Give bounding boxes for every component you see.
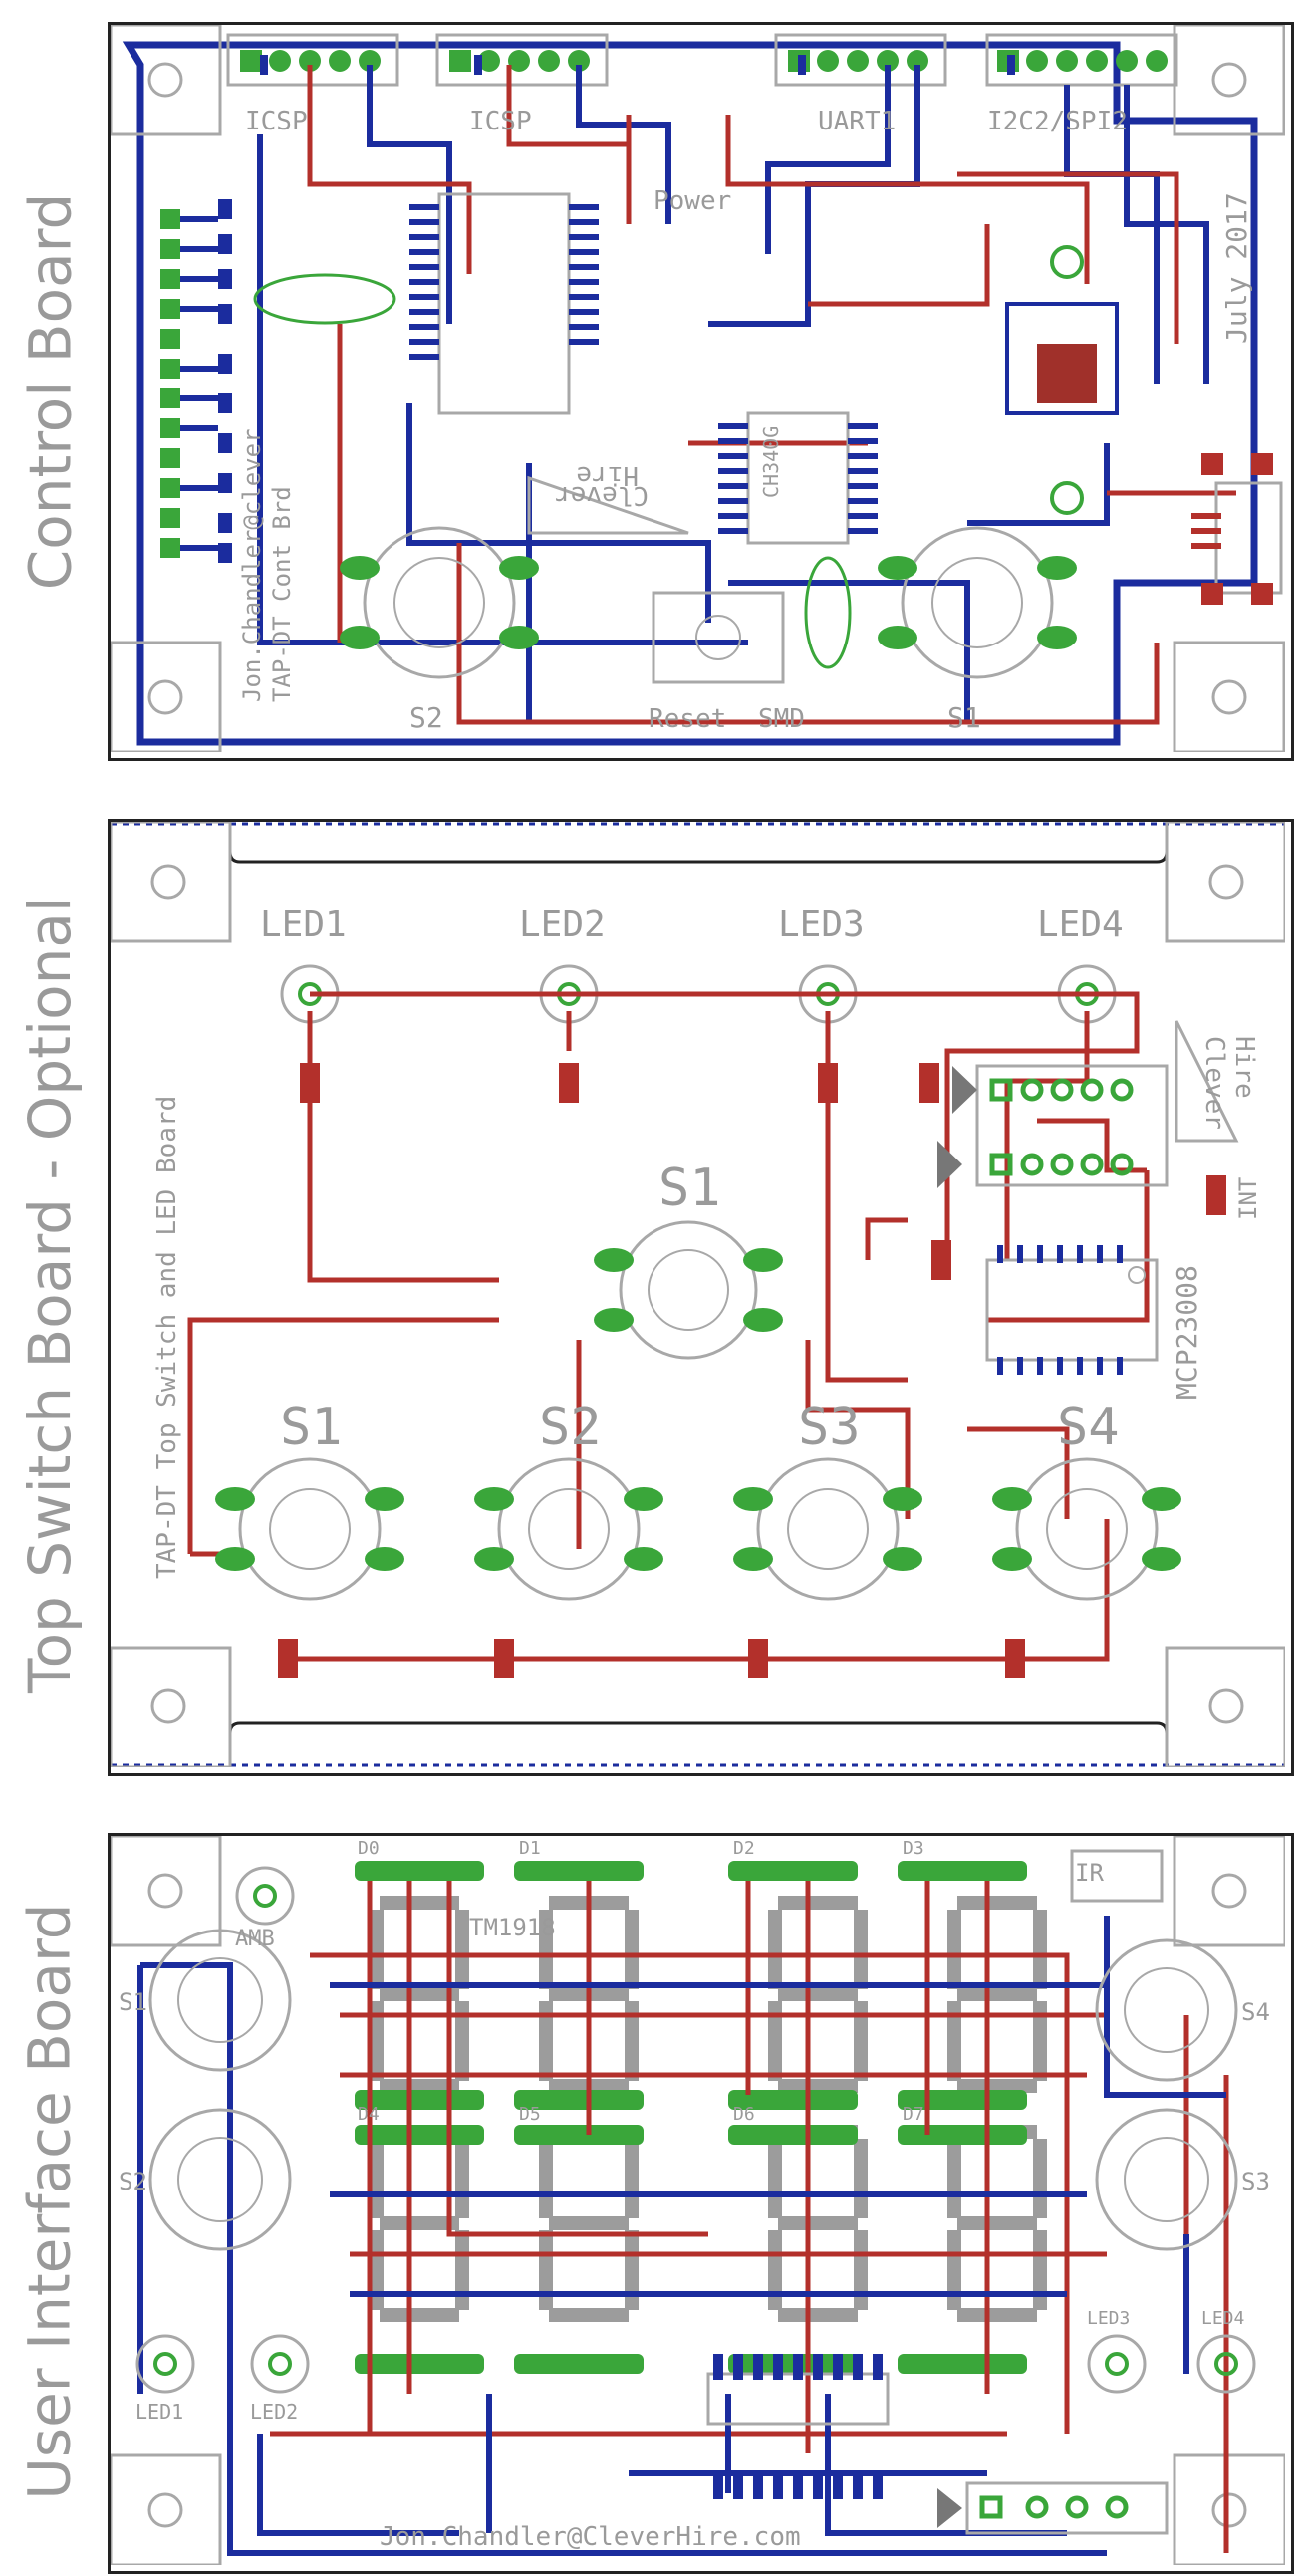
ui-board-layout: D0 D1 D2 D3 D4 D5 D6 D7 AMB IR S1 S2 S3 … bbox=[109, 1834, 1287, 2567]
label-date: July 2017 bbox=[1220, 192, 1253, 344]
svg-text:Hire: Hire bbox=[576, 460, 639, 490]
label-led3: LED3 bbox=[1087, 2308, 1130, 2329]
label-led1: LED1 bbox=[135, 2400, 183, 2424]
label-d4: D4 bbox=[358, 2104, 380, 2125]
switch-center bbox=[594, 1220, 783, 1360]
ui-board-title: User Interface Board bbox=[16, 1903, 85, 2500]
label-i2c: I2C2/SPI2 bbox=[987, 107, 1128, 136]
pin-headers bbox=[226, 33, 1178, 87]
label-s2: S2 bbox=[119, 2168, 147, 2195]
switch-s1 bbox=[878, 526, 1077, 679]
usb-serial-chip bbox=[718, 411, 878, 545]
sensor-chip bbox=[1005, 302, 1119, 415]
label-s4: S4 bbox=[1241, 1998, 1270, 2026]
label-chip: CH340G bbox=[759, 426, 783, 498]
label-s4: S4 bbox=[1057, 1398, 1120, 1457]
label-uart: UART1 bbox=[818, 107, 896, 136]
label-s3: S3 bbox=[1241, 2168, 1270, 2195]
crystal bbox=[253, 273, 396, 325]
bottom-connector bbox=[937, 2481, 1169, 2535]
label-led1: LED1 bbox=[260, 904, 347, 945]
label-d3: D3 bbox=[903, 1838, 924, 1859]
label-s1: S1 bbox=[947, 701, 981, 734]
top-copper-traces bbox=[307, 65, 1236, 725]
crystal-2 bbox=[804, 556, 852, 669]
label-email: Jon.Chandler@CleverHire.com bbox=[380, 2522, 801, 2552]
display-driver-chip bbox=[706, 2354, 890, 2499]
label-author: Jon.Chandler@clever bbox=[238, 428, 266, 702]
label-header-2: ICSP bbox=[469, 107, 532, 136]
top-switch-board: LED1 LED2 LED3 LED4 bbox=[108, 819, 1294, 1776]
top-board-layout: LED1 LED2 LED3 LED4 bbox=[109, 820, 1287, 1769]
label-d1: D1 bbox=[519, 1838, 541, 1859]
label-center-mark: TM1918 bbox=[469, 1914, 556, 1941]
microcontroller-chip bbox=[409, 192, 599, 415]
label-d5: D5 bbox=[519, 2104, 541, 2125]
label-int: INT bbox=[1234, 1177, 1262, 1220]
svg-text:Clever: Clever bbox=[555, 480, 649, 510]
control-board-title: Control Board bbox=[16, 192, 84, 591]
ui-leds bbox=[135, 1866, 1256, 2394]
label-s1: S1 bbox=[280, 1398, 343, 1457]
label-d7: D7 bbox=[903, 2104, 924, 2125]
svg-text:Hire: Hire bbox=[1229, 1036, 1259, 1099]
top-board-title: Top Switch Board - Optional bbox=[16, 897, 84, 1693]
label-header-1: ICSP bbox=[245, 107, 308, 136]
label-d0: D0 bbox=[358, 1838, 380, 1859]
label-power: Power bbox=[653, 186, 731, 216]
label-d2: D2 bbox=[733, 1838, 755, 1859]
label-s3: S3 bbox=[798, 1398, 861, 1457]
label-led4: LED4 bbox=[1201, 2308, 1244, 2329]
label-chip: MCP23008 bbox=[1171, 1265, 1203, 1400]
svg-text:Clever: Clever bbox=[1199, 1036, 1229, 1130]
ui-switches bbox=[148, 1929, 1238, 2251]
label-s1: S1 bbox=[119, 1988, 147, 2016]
mounting-holes bbox=[109, 23, 1286, 754]
top-copper-traces bbox=[187, 991, 1150, 1662]
expander-header bbox=[937, 1064, 1169, 1188]
mcp23008-chip bbox=[985, 1245, 1159, 1375]
label-led2: LED2 bbox=[250, 2400, 298, 2424]
usb-connector bbox=[1191, 453, 1283, 605]
label-amb: AMB bbox=[235, 1927, 275, 1951]
label-smd: SMD bbox=[758, 704, 805, 734]
ir-receiver bbox=[1070, 1849, 1164, 1903]
label-board-name: TAP-DT Cont Brd bbox=[268, 486, 296, 702]
label-led3: LED3 bbox=[778, 904, 865, 945]
label-ir: IR bbox=[1075, 1859, 1104, 1887]
label-vertical-title: TAP-DT Top Switch and LED Board bbox=[152, 1096, 182, 1579]
label-s2: S2 bbox=[539, 1398, 602, 1457]
clever-hire-logo: Clever Hire bbox=[527, 460, 689, 535]
left-pad-column bbox=[160, 199, 232, 563]
label-s1-center: S1 bbox=[658, 1159, 721, 1218]
switch-row bbox=[215, 1457, 1181, 1601]
label-s2: S2 bbox=[409, 701, 443, 734]
switch-s2 bbox=[340, 526, 539, 679]
resistors bbox=[278, 1063, 1226, 1678]
control-board-layout: Clever Hire ICSP ICSP UART1 I2C2/SPI2 Po… bbox=[109, 23, 1286, 754]
user-interface-board: D0 D1 D2 D3 D4 D5 D6 D7 AMB IR S1 S2 S3 … bbox=[108, 1833, 1294, 2574]
reset-switch bbox=[652, 591, 785, 684]
top-copper-traces bbox=[270, 1881, 1229, 2553]
clever-hire-logo: Clever Hire bbox=[1175, 1020, 1259, 1143]
label-reset: Reset bbox=[649, 704, 726, 734]
label-d6: D6 bbox=[733, 2104, 755, 2125]
label-led4: LED4 bbox=[1037, 904, 1124, 945]
label-led2: LED2 bbox=[519, 904, 606, 945]
control-board: Clever Hire ICSP ICSP UART1 I2C2/SPI2 Po… bbox=[108, 22, 1294, 761]
